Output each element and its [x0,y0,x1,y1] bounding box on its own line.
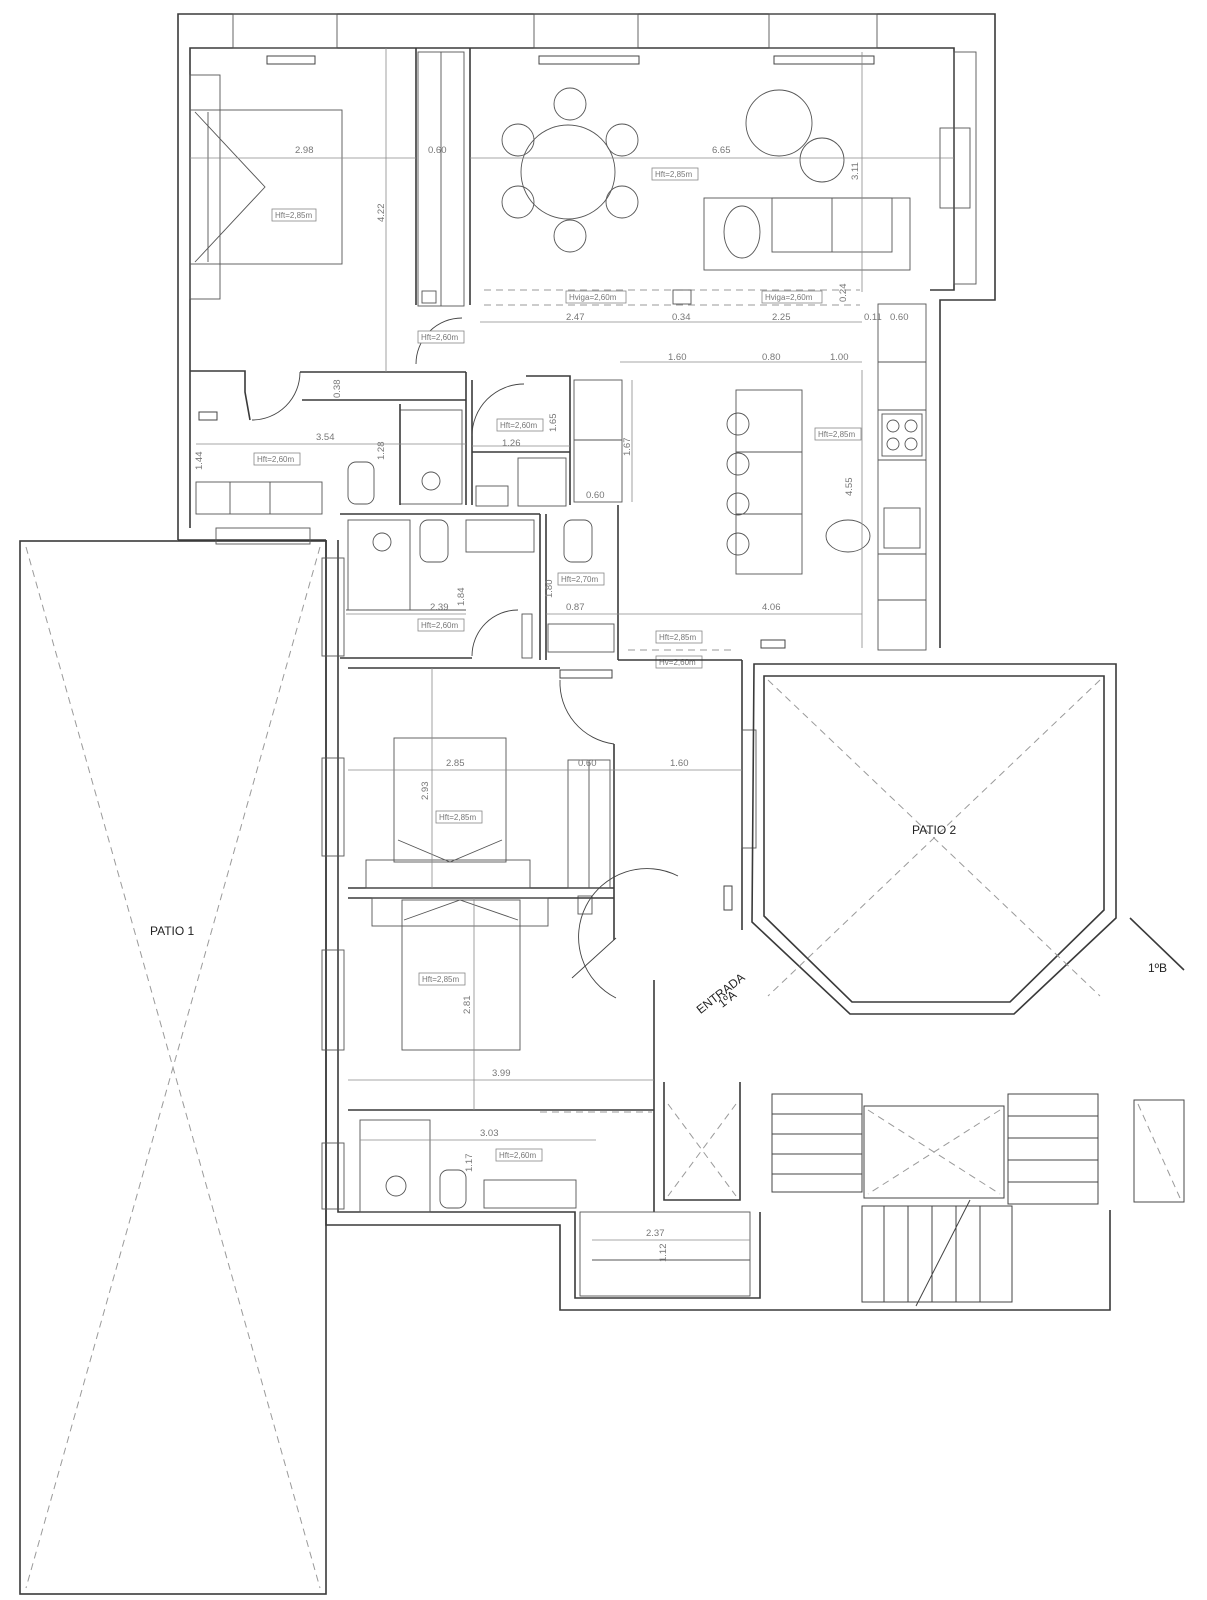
kitchen: Hft=2,85m [726,303,927,651]
dim-label: 3.11 [850,162,861,180]
tag-corridor-top: Hft=2,60m [417,330,465,344]
dim-label: 0.60 [890,312,909,323]
neighbor-label: 1ºB [1148,961,1167,975]
radiators [198,55,875,911]
dim-label: 6.65 [712,145,731,156]
tag-beam-right: Hviga=2,60m [761,290,823,304]
svg-text:Hviga=2,60m: Hviga=2,60m [765,293,813,302]
dim-label: 2.93 [420,782,431,801]
tag-hall-beam: Hv=2,60m [655,655,703,669]
svg-text:Hft=2,85m: Hft=2,85m [659,633,696,642]
living-dining: Hft=2,85m Hviga=2,60m Hviga=2,60m [421,48,977,306]
tag-wc: Hft=2,70m [557,572,605,586]
dim-label: 0.60 [578,758,597,769]
bedroom-2: Hft=2,85m [348,667,757,940]
tag-bedroom-2: Hft=2,85m [435,810,483,824]
closet-bottom [579,1211,751,1297]
dim-label: 0.87 [566,602,585,613]
dim-label: 2.85 [446,758,465,769]
master-bedroom: Hft=2,85m [189,48,465,307]
dim-label: 1.28 [376,442,387,461]
dim-label: 1.17 [464,1154,475,1173]
svg-text:Hft=2,85m: Hft=2,85m [275,211,312,220]
laundry-wc: Hft=2,60m [471,375,623,507]
svg-text:Hft=2,85m: Hft=2,85m [439,813,476,822]
dim-label: 1.84 [456,588,467,607]
dim-label: 0.60 [428,145,447,156]
dim-label: 1.80 [544,580,555,599]
dim-label: 3.54 [316,432,335,443]
svg-text:Hft=2,60m: Hft=2,60m [257,455,294,464]
tag-bath-bottom: Hft=2,60m [495,1148,543,1162]
patio-2: PATIO 2 [751,663,1117,1015]
svg-text:Hviga=2,60m: Hviga=2,60m [569,293,617,302]
dim-label: 0.80 [762,352,781,363]
tag-living: Hft=2,85m [651,167,699,181]
dim-label: 4.22 [376,204,387,223]
tag-laundry: Hft=2,60m [496,418,544,432]
svg-text:Hft=2,60m: Hft=2,60m [500,421,537,430]
dim-label: 0.11 [864,312,882,323]
dim-label: 1.26 [502,438,521,449]
patio-1: PATIO 1 [19,540,327,1595]
dim-label: 2.81 [462,996,473,1015]
svg-text:Hft=2,60m: Hft=2,60m [421,333,458,342]
dim-label: 0.60 [586,490,605,501]
dim-label: 4.55 [844,478,855,497]
stairwell: ENTRADA 1ºA 1ºB [663,917,1185,1307]
dimension-lines [190,48,954,1241]
dim-label: 0.38 [332,380,343,399]
dim-label: 1.00 [830,352,849,363]
dim-label: 1.60 [668,352,687,363]
svg-text:Hft=2,85m: Hft=2,85m [655,170,692,179]
dim-label: 3.99 [492,1068,511,1079]
tag-kitchen: Hft=2,85m [814,427,862,441]
bottom-bath: Hft=2,60m [359,1119,577,1213]
dim-label: 2.25 [772,312,791,323]
svg-text:Hft=2,60m: Hft=2,60m [499,1151,536,1160]
svg-text:Hv=2,60m: Hv=2,60m [659,658,696,667]
tag-beam-left: Hviga=2,60m [565,290,627,304]
dim-label: 0.24 [838,284,849,303]
tag-bath-middle: Hft=2,60m [417,618,465,632]
dim-label: 2.37 [646,1228,665,1239]
middle-bath: Hft=2,60m [340,513,541,660]
wc-hall: Hft=2,70m Hft=2,85m Hv=2,60m [545,505,743,930]
dim-label: 2.39 [430,602,449,613]
dim-label: 1.67 [622,438,633,457]
patio-2-label: PATIO 2 [912,823,957,837]
svg-text:Hft=2,70m: Hft=2,70m [561,575,598,584]
tag-bedroom-3: Hft=2,85m [418,972,466,986]
top-left-bath: Hft=2,60m Hft=2,60m [190,317,467,515]
patio-1-label: PATIO 1 [150,924,195,938]
svg-text:Hft=2,60m: Hft=2,60m [421,621,458,630]
dim-label: 0.34 [672,312,691,323]
tag-bath-top: Hft=2,60m [253,452,301,466]
dim-label: 1.12 [658,1244,669,1263]
dim-label: 1.60 [670,758,689,769]
dim-label: 2.47 [566,312,585,323]
dim-label: 4.06 [762,602,781,613]
svg-text:Hft=2,85m: Hft=2,85m [422,975,459,984]
tag-bedroom-master: Hft=2,85m [271,208,317,222]
dim-label: 2.98 [295,145,314,156]
dimension-labels: 2.98 0.60 4.22 6.65 3.11 2.47 0.34 2.25 … [194,145,909,1262]
tag-hall: Hft=2,85m [655,630,703,644]
svg-text:Hft=2,85m: Hft=2,85m [818,430,855,439]
bedroom-3: Hft=2,85m [348,868,679,1212]
entrance-label-1: ENTRADA [694,970,748,1016]
dim-label: 1.65 [548,414,559,433]
dim-label: 1.44 [194,452,205,471]
dim-label: 3.03 [480,1128,499,1139]
